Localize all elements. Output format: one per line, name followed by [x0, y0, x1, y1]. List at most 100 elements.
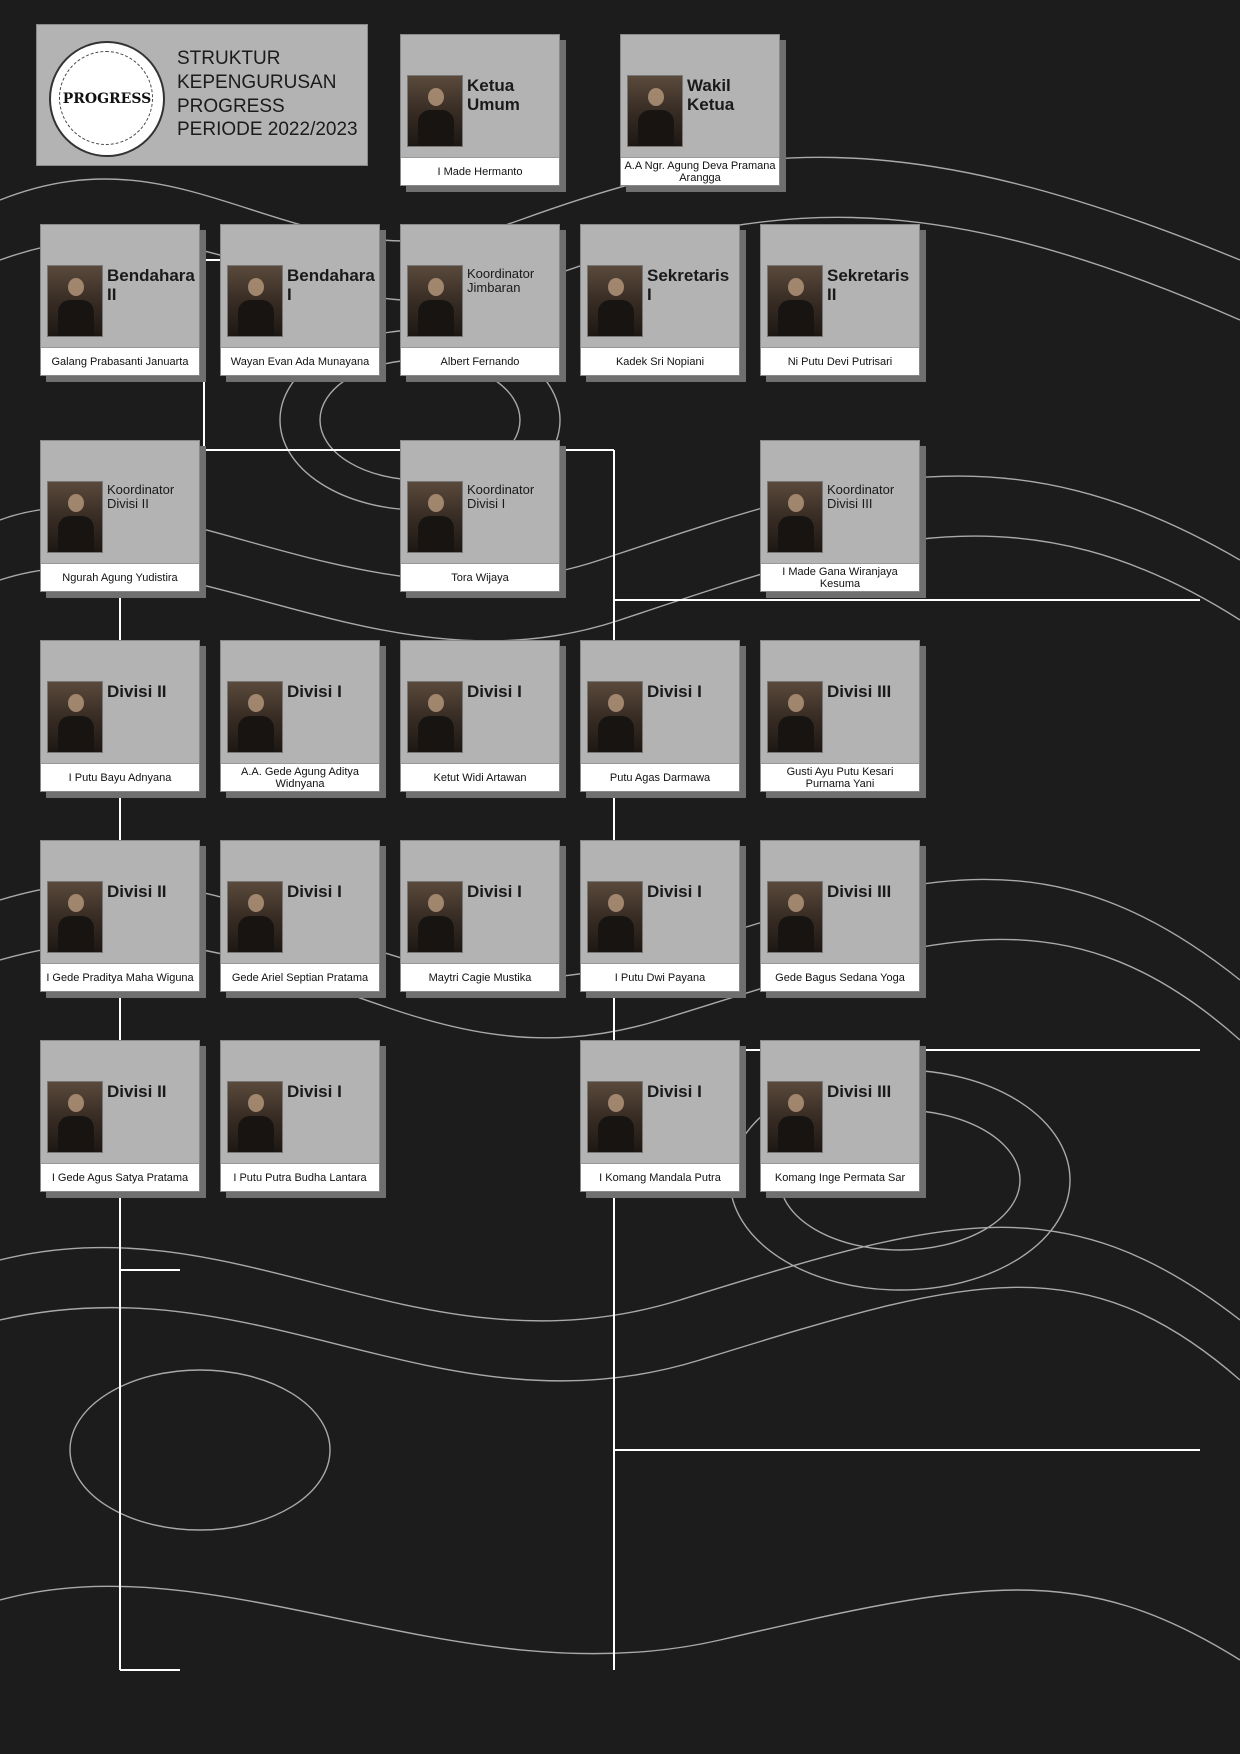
role-label: Divisi I: [647, 1082, 702, 1101]
card-divisi-ii-1: Divisi II I Putu Bayu Adnyana: [40, 640, 206, 798]
role-label: Divisi I: [467, 882, 522, 901]
role-label: Sekretaris I: [647, 266, 730, 304]
role-label: Divisi II: [107, 882, 167, 901]
name-label: Gusti Ayu Putu Kesari Purnama Yani: [761, 763, 919, 791]
card-koordinator-divisi-ii: Koordinator Divisi II Ngurah Agung Yudis…: [40, 440, 206, 598]
name-label: Ketut Widi Artawan: [401, 763, 559, 791]
title-line-1: STRUKTUR KEPENGURUSAN: [177, 48, 337, 93]
card-divisi-ii-3: Divisi II I Gede Agus Satya Pratama: [40, 1040, 206, 1198]
card-divisi-i-1: Divisi I Putu Agas Darmawa: [580, 640, 746, 798]
logo-ring: [59, 51, 153, 145]
card-bendahara-i: Bendahara I Wayan Evan Ada Munayana: [220, 224, 386, 382]
role-label: Bendahara II: [107, 266, 195, 304]
card-wakil-ketua: Wakil Ketua A.A Ngr. Agung Deva Pramana …: [620, 34, 786, 192]
role-label: Sekretaris II: [827, 266, 910, 304]
photo: [227, 1081, 283, 1153]
card-divisi-iii-1: Divisi III Gusti Ayu Putu Kesari Purnama…: [760, 640, 926, 798]
card-koordinator-divisi-i: Koordinator Divisi I Tora Wijaya: [400, 440, 566, 598]
role-line-2: Jimbaran: [467, 280, 521, 296]
role-label: Divisi III: [827, 882, 892, 901]
role-line-1: Koordinator: [827, 482, 895, 497]
photo: [407, 481, 463, 553]
photo: [627, 75, 683, 147]
name-label: Gede Bagus Sedana Yoga: [761, 963, 919, 991]
photo: [227, 881, 283, 953]
name-label: A.A. Gede Agung Aditya Widnyana: [221, 763, 379, 791]
photo: [767, 481, 823, 553]
name-label: I Putu Bayu Adnyana: [41, 763, 199, 791]
photo: [407, 881, 463, 953]
card-divisi-iii-3: Divisi III Komang Inge Permata Sar: [760, 1040, 926, 1198]
name-label: Albert Fernando: [401, 347, 559, 375]
role-line-2: Divisi III: [827, 496, 873, 512]
name-label: Ni Putu Devi Putrisari: [761, 347, 919, 375]
role-label: Ketua Umum: [467, 76, 520, 114]
role-label: Koordinator Divisi II: [107, 482, 195, 512]
card-divisi-i-5: Divisi I Maytri Cagie Mustika: [400, 840, 566, 998]
role-label: Divisi I: [287, 682, 342, 701]
card-koordinator-divisi-iii: Koordinator Divisi III I Made Gana Wiran…: [760, 440, 926, 598]
card-divisi-i-6: Divisi I A.A. Gede Agung Aditya Widnyana: [220, 640, 386, 798]
title-line-3: PERIODE 2022/2023: [177, 119, 358, 141]
name-label: I Gede Agus Satya Pratama: [41, 1163, 199, 1191]
name-label: A.A Ngr. Agung Deva Pramana Arangga: [621, 157, 779, 185]
role-label: Koordinator Divisi III: [827, 482, 915, 512]
role-label: Divisi I: [647, 682, 702, 701]
name-label: Ngurah Agung Yudistira: [41, 563, 199, 591]
photo: [587, 881, 643, 953]
photo: [587, 681, 643, 753]
name-label: I Putu Putra Budha Lantara: [221, 1163, 379, 1191]
role-label: Divisi III: [827, 1082, 892, 1101]
photo: [47, 481, 103, 553]
name-label: I Made Hermanto: [401, 157, 559, 185]
role-label: Divisi I: [467, 682, 522, 701]
name-label: Kadek Sri Nopiani: [581, 347, 739, 375]
card-divisi-i-3: Divisi I I Komang Mandala Putra: [580, 1040, 746, 1198]
name-label: I Gede Praditya Maha Wiguna: [41, 963, 199, 991]
role-line-1: Koordinator: [467, 266, 535, 281]
photo: [47, 1081, 103, 1153]
progress-logo: PROGRESS: [49, 41, 165, 157]
card-divisi-i-7: Divisi I Gede Ariel Septian Pratama: [220, 840, 386, 998]
name-label: Komang Inge Permata Sar: [761, 1163, 919, 1191]
name-label: Galang Prabasanti Januarta: [41, 347, 199, 375]
card-divisi-i-8: Divisi I I Putu Putra Budha Lantara: [220, 1040, 386, 1198]
photo: [227, 265, 283, 337]
role-label: Wakil Ketua: [687, 76, 735, 114]
card-divisi-i-4: Divisi I Ketut Widi Artawan: [400, 640, 566, 798]
photo: [47, 881, 103, 953]
role-label: Bendahara I: [287, 266, 375, 304]
role-line-2: Divisi I: [467, 496, 506, 512]
name-label: Gede Ariel Septian Pratama: [221, 963, 379, 991]
photo: [587, 265, 643, 337]
role-line-1: Koordinator: [107, 482, 175, 497]
title-block: PROGRESS STRUKTUR KEPENGURUSAN PROGRESS …: [36, 24, 368, 166]
role-label: Divisi II: [107, 1082, 167, 1101]
card-sekretaris-ii: Sekretaris II Ni Putu Devi Putrisari: [760, 224, 926, 382]
role-label: Divisi I: [287, 882, 342, 901]
chart-title: STRUKTUR KEPENGURUSAN PROGRESS PERIODE 2…: [177, 47, 367, 142]
name-label: I Putu Dwi Payana: [581, 963, 739, 991]
photo: [767, 881, 823, 953]
name-label: I Komang Mandala Putra: [581, 1163, 739, 1191]
name-label: Putu Agas Darmawa: [581, 763, 739, 791]
photo: [587, 1081, 643, 1153]
card-divisi-i-2: Divisi I I Putu Dwi Payana: [580, 840, 746, 998]
photo: [767, 265, 823, 337]
photo: [227, 681, 283, 753]
title-line-2: PROGRESS: [177, 95, 285, 117]
photo: [407, 265, 463, 337]
role-label: Divisi II: [107, 682, 167, 701]
photo: [47, 681, 103, 753]
card-koordinator-jimbaran: Koordinator Jimbaran Albert Fernando: [400, 224, 566, 382]
role-line-1: Koordinator: [467, 482, 535, 497]
role-label: Divisi III: [827, 682, 892, 701]
role-line-2: Divisi II: [107, 496, 149, 512]
card-sekretaris-i: Sekretaris I Kadek Sri Nopiani: [580, 224, 746, 382]
card-bendahara-ii: Bendahara II Galang Prabasanti Januarta: [40, 224, 206, 382]
photo: [407, 681, 463, 753]
name-label: Tora Wijaya: [401, 563, 559, 591]
role-label: Koordinator Divisi I: [467, 482, 555, 512]
name-label: Wayan Evan Ada Munayana: [221, 347, 379, 375]
